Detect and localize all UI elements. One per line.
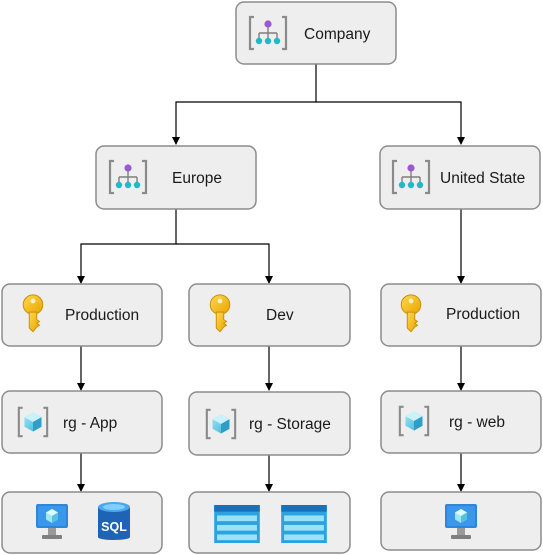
edge-europe-production <box>77 209 177 284</box>
edge-company-united-state <box>316 101 465 145</box>
node-us-production[interactable]: Production <box>380 283 542 347</box>
node-label-company: Company <box>304 26 371 43</box>
node-app-resources[interactable]: SQL <box>1 491 163 554</box>
node-label-eu-dev: Dev <box>266 307 294 324</box>
storage-account-icon <box>214 505 260 543</box>
node-europe[interactable]: Europe <box>95 145 257 210</box>
node-united-state[interactable]: United State <box>379 145 541 210</box>
edge-company-europe <box>172 64 317 145</box>
node-label-rg-storage: rg - Storage <box>249 416 331 433</box>
node-label-us-production: Production <box>446 306 520 323</box>
node-label-united-state: United State <box>440 170 525 187</box>
node-label-rg-app: rg - App <box>63 415 117 432</box>
node-rg-storage[interactable]: rg - Storage <box>188 391 351 456</box>
connectors <box>77 64 465 492</box>
sql-database-icon: SQL <box>98 502 130 540</box>
node-eu-production[interactable]: Production <box>1 283 163 347</box>
node-web-resources[interactable] <box>380 491 542 551</box>
node-label-rg-web: rg - web <box>449 414 505 431</box>
node-label-eu-production: Production <box>65 307 139 324</box>
sql-icon-text: SQL <box>101 520 127 534</box>
node-storage-resources[interactable] <box>188 491 351 554</box>
node-rg-app[interactable]: rg - App <box>1 390 163 454</box>
node-rg-web[interactable]: rg - web <box>380 390 542 454</box>
node-company[interactable]: Company <box>235 1 397 65</box>
node-eu-dev[interactable]: Dev <box>188 283 351 347</box>
edge-europe-dev <box>176 243 273 284</box>
storage-account-icon <box>281 505 327 543</box>
node-label-europe: Europe <box>172 170 222 187</box>
